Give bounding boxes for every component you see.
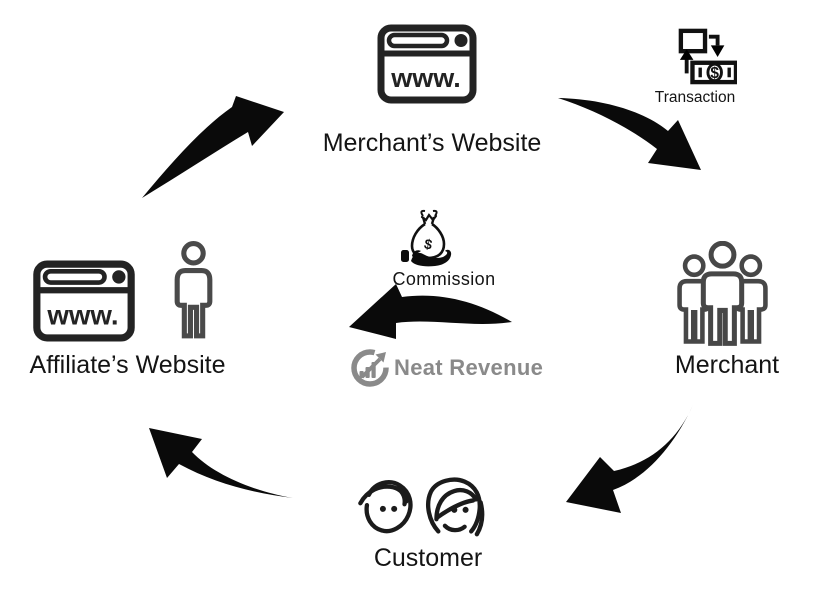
affiliate-person-icon — [174, 241, 213, 339]
arrow-customer-to-affiliate — [149, 428, 293, 498]
merchant-website-browser-icon: www. — [377, 24, 477, 104]
neat-revenue-logo: Neat Revenue — [349, 347, 543, 389]
customer-faces-icon — [358, 477, 485, 537]
merchant-website-label: Merchant’s Website — [322, 129, 542, 157]
dollar-sign: $ — [710, 65, 719, 82]
affiliate-website-browser-icon: www. — [33, 260, 135, 342]
arrow-affiliate-to-merchant-site — [142, 96, 284, 198]
merchant-label: Merchant — [674, 351, 780, 379]
www-text: www. — [390, 63, 461, 93]
customer-label: Customer — [373, 544, 483, 572]
dollar-sign: $ — [423, 235, 434, 252]
neat-revenue-logo-text: Neat Revenue — [394, 355, 544, 380]
affiliate-website-label: Affiliate’s Website — [29, 351, 226, 379]
arrow-site-to-merchant — [558, 98, 701, 170]
growth-chart-arrow-icon — [351, 349, 389, 387]
transaction-icon: $ — [678, 28, 737, 85]
arrow-commission-to-affiliate — [349, 284, 512, 339]
commission-moneybag-icon: $ — [401, 209, 452, 267]
transaction-label: Transaction — [654, 89, 736, 106]
merchant-group-icon — [677, 241, 768, 346]
commission-label: Commission — [392, 269, 496, 289]
www-text: www. — [46, 300, 118, 331]
arrow-merchant-to-customer — [566, 405, 693, 513]
